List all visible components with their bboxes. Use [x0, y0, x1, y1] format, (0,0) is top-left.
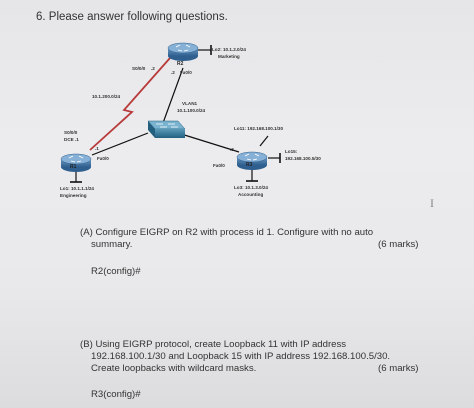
part-b-line3: Create loopbacks with wildcard masks.: [91, 363, 257, 374]
r1-loopback: Lo1: 10.1.1.1/24: [60, 186, 94, 191]
r3-lo15: Lo15:: [285, 149, 298, 154]
link-r1-switch: [91, 132, 149, 156]
link-r3-switch: [177, 132, 240, 153]
r1-loopback-desc: Engineering: [60, 193, 87, 198]
part-b-line1: (B) Using EIGRP protocol, create Loopbac…: [80, 339, 347, 350]
r1-dce-label: DCE .1: [64, 137, 79, 142]
r1-s0-label: S0/0/0: [64, 130, 78, 135]
part-b-prompt[interactable]: R3(config)#: [91, 389, 141, 400]
serial-link-r1-r2: [89, 57, 171, 151]
switch-icon: [147, 120, 186, 138]
r3-name: R3: [246, 162, 253, 168]
part-a-marks: (6 marks): [378, 239, 419, 250]
link-r2-switch: [162, 67, 184, 124]
r3-fa-label: Fa0/0: [213, 163, 225, 168]
r1-fa-label: Fa0/0: [97, 156, 109, 161]
router-r2-icon: [167, 42, 199, 61]
r3-lo15-addr: 192.168.100.5/30: [285, 156, 321, 161]
r3-fa-addr: .3: [230, 147, 234, 152]
r3-lo3: Lo3: 10.1.3.0/24: [234, 185, 268, 190]
part-a-prompt[interactable]: R2(config)#: [91, 266, 141, 277]
part-b-line2: 192.168.100.1/30 and Loopback 15 with IP…: [91, 351, 391, 362]
r2-s0-label: S0/0/0: [132, 66, 146, 71]
r1-name: R1: [70, 164, 77, 170]
r2-fa-label: Fa0/0: [180, 70, 192, 75]
vlan-network: 10.1.100.0/24: [177, 108, 206, 113]
r2-loopback: Lo2: 10.1.2.0/24: [212, 47, 246, 52]
r2-fa-addr: .2: [171, 70, 175, 75]
r3-lo11: Lo11: 192.168.100.1/30: [234, 126, 283, 131]
vlan-name: VLAN1: [182, 101, 198, 106]
r2-name: R2: [177, 61, 184, 67]
part-a-line2: summary.: [91, 239, 133, 250]
r1-fa-addr: .1: [95, 146, 99, 151]
router-r1-icon: [60, 153, 92, 172]
part-b-marks: (6 marks): [378, 363, 419, 374]
serial-network: 10.1.200.0/24: [92, 94, 121, 99]
router-r3-icon: [236, 151, 268, 170]
network-topology-diagram: R2 S0/0/0 .2 .2 Fa0/0 Lo2: 10.1.2.0/24 M…: [60, 42, 321, 198]
r3-lo3-desc: Accounting: [238, 192, 263, 197]
text-cursor-icon: I: [430, 196, 434, 210]
lo11-stub: [259, 135, 269, 147]
r2-loopback-desc: Marketing: [218, 54, 240, 59]
r2-s0-addr: .2: [151, 66, 155, 71]
question-title: 6. Please answer following questions.: [36, 11, 228, 23]
part-a-line1: (A) Configure EIGRP on R2 with process i…: [80, 227, 374, 238]
